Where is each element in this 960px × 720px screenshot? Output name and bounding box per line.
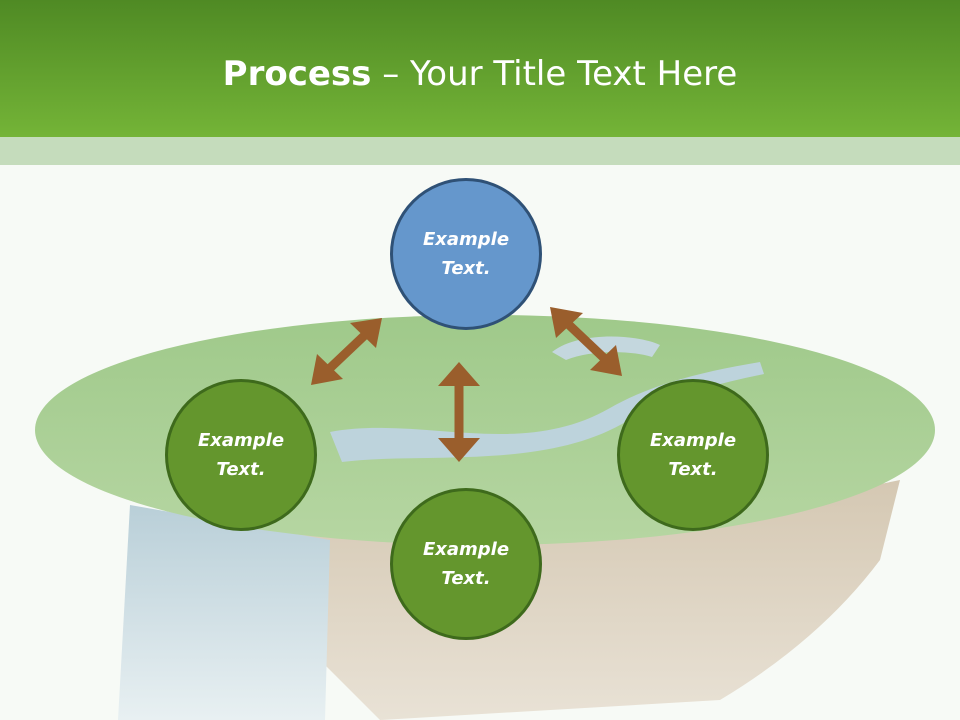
title-dash: – (371, 54, 411, 94)
arrow-top-right-head-b (590, 345, 622, 376)
node-right-line2: Text. (668, 459, 718, 480)
arrow-top-left-head-b (311, 354, 343, 385)
arrow-top-right-head-a (550, 307, 583, 338)
node-bottom-line2: Text. (441, 568, 491, 589)
title-bold: Process (222, 54, 372, 94)
arrow-top-left (324, 330, 370, 374)
arrow-top-left-head-a (350, 318, 382, 348)
node-bottom-line1: Example (422, 539, 510, 560)
node-left-line1: Example (197, 430, 285, 451)
node-left[interactable]: Example Text. (165, 379, 317, 531)
waterfall (118, 505, 330, 720)
node-top-line2: Text. (441, 258, 491, 279)
arrow-vertical-head-a (438, 362, 480, 386)
node-right-line1: Example (649, 430, 737, 451)
slide-title[interactable]: Process – Your Title Text Here (0, 52, 960, 96)
title-bar (0, 0, 960, 137)
header-band (0, 137, 960, 165)
node-top[interactable]: Example Text. (390, 178, 542, 330)
node-bottom[interactable]: Example Text. (390, 488, 542, 640)
river-upper (552, 336, 660, 360)
node-right[interactable]: Example Text. (617, 379, 769, 531)
title-rest: Your Title Text Here (410, 54, 738, 94)
arrow-top-right (563, 319, 609, 363)
river (330, 362, 764, 462)
arrow-vertical-head-b (438, 438, 480, 462)
node-top-line1: Example (422, 229, 510, 250)
node-left-line2: Text. (216, 459, 266, 480)
